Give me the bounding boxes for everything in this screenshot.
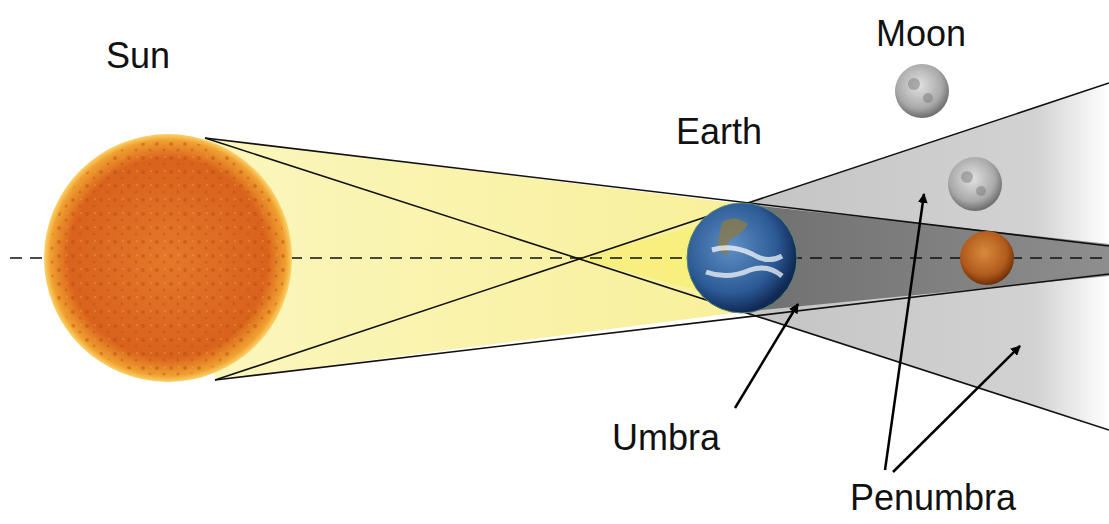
ray-lines [205, 83, 1109, 430]
part-label: Earth [676, 112, 762, 152]
leader-arrows [735, 194, 1020, 472]
sun-disc [44, 134, 292, 382]
earth-clouds [706, 248, 782, 276]
moon-eclipsed [960, 231, 1014, 285]
moon-penumbral [948, 157, 1002, 211]
part-label: Umbra [612, 418, 720, 458]
sun-texture [50, 140, 286, 376]
part-label: Penumbra [850, 478, 1016, 518]
moon-full [895, 64, 949, 118]
part-label: Moon [876, 14, 966, 54]
moon-maria [908, 78, 986, 196]
part-label: Sun [106, 36, 170, 76]
earth-globe [687, 203, 797, 313]
